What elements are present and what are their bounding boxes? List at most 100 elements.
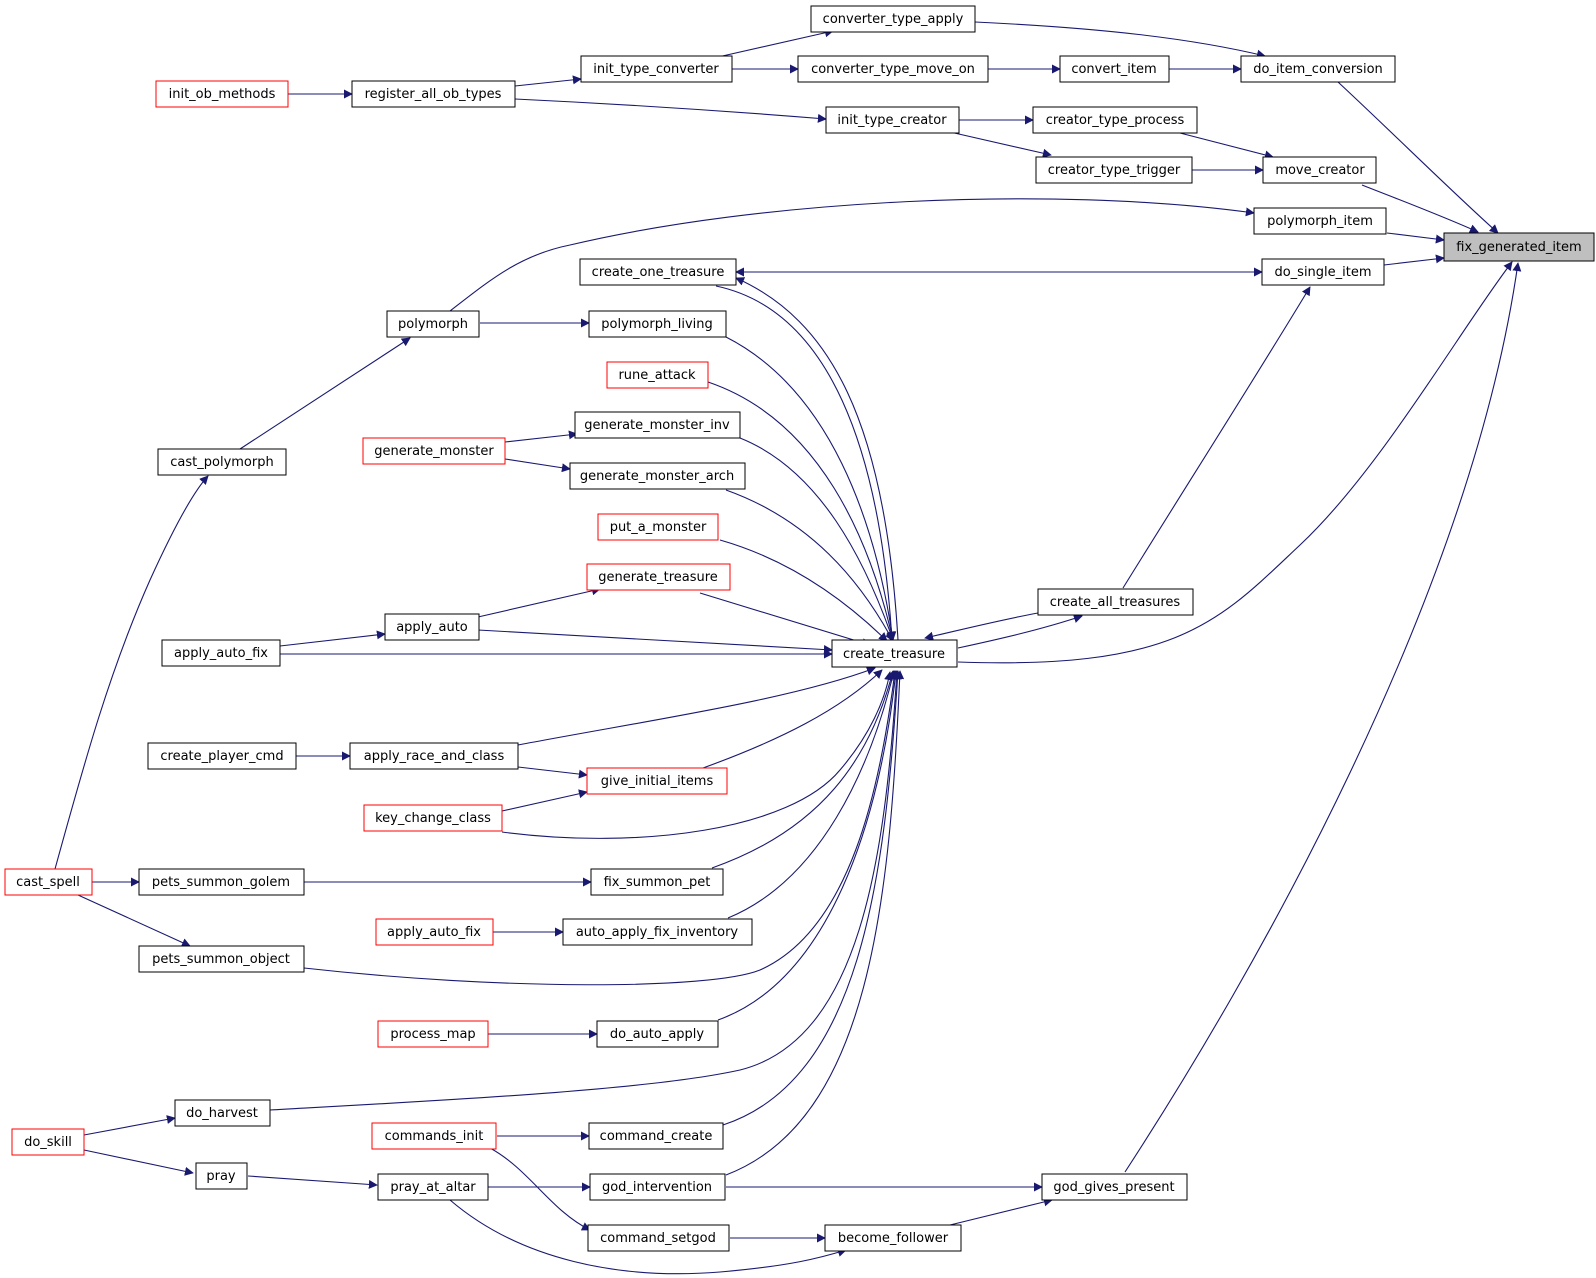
node-create-all-treasures[interactable]: create_all_treasures bbox=[1037, 588, 1194, 616]
node-do-harvest[interactable]: do_harvest bbox=[174, 1099, 271, 1127]
node-label: command_setgod bbox=[600, 1231, 716, 1246]
node-creator-type-trigger[interactable]: creator_type_trigger bbox=[1035, 156, 1193, 184]
node-label: auto_apply_fix_inventory bbox=[576, 925, 739, 940]
node-polymorph[interactable]: polymorph bbox=[386, 310, 480, 338]
node-pray[interactable]: pray bbox=[195, 1162, 248, 1190]
nodes: fix_generated_item do_item_conversion co… bbox=[4, 5, 1595, 1252]
node-label: apply_auto_fix bbox=[387, 925, 481, 940]
edge-init-type-converter-to-converter-type-apply bbox=[717, 28, 834, 58]
node-label: init_ob_methods bbox=[169, 87, 276, 102]
node-label: converter_type_apply bbox=[823, 12, 964, 27]
node-label: generate_monster_inv bbox=[584, 418, 730, 433]
node-polymorph-living[interactable]: polymorph_living bbox=[588, 310, 727, 338]
node-command-setgod[interactable]: command_setgod bbox=[587, 1224, 730, 1252]
node-label: god_intervention bbox=[602, 1180, 712, 1195]
node-create-one-treasure[interactable]: create_one_treasure bbox=[579, 258, 737, 286]
node-rune-attack[interactable]: rune_attack bbox=[606, 361, 709, 389]
edge-move-creator-to-fix-generated-item bbox=[1361, 184, 1479, 233]
node-pets-summon-object[interactable]: pets_summon_object bbox=[138, 945, 305, 973]
node-register-all-ob-types[interactable]: register_all_ob_types bbox=[351, 80, 516, 108]
edge-command-create-to-create-treasure bbox=[722, 670, 902, 1126]
node-init-type-converter[interactable]: init_type_converter bbox=[580, 55, 733, 83]
edge-cast-spell-to-pets-summon-object bbox=[77, 894, 191, 947]
node-apply-auto-fix-red[interactable]: apply_auto_fix bbox=[375, 918, 494, 946]
node-label: apply_race_and_class bbox=[364, 749, 505, 764]
edge-do-item-conversion-to-fix-generated-item bbox=[1337, 81, 1499, 234]
node-create-treasure[interactable]: create_treasure bbox=[831, 639, 958, 668]
node-generate-monster-arch[interactable]: generate_monster_arch bbox=[569, 462, 746, 490]
edge-apply-auto-to-create-treasure bbox=[477, 629, 833, 655]
node-apply-race-and-class[interactable]: apply_race_and_class bbox=[349, 742, 519, 770]
node-label: do_harvest bbox=[186, 1106, 258, 1121]
node-generate-monster-inv[interactable]: generate_monster_inv bbox=[574, 411, 741, 439]
node-do-single-item[interactable]: do_single_item bbox=[1261, 258, 1385, 286]
node-god-gives-present[interactable]: god_gives_present bbox=[1041, 1173, 1188, 1201]
node-converter-type-apply[interactable]: converter_type_apply bbox=[810, 5, 976, 33]
edge-god-gives-present-to-fix-generated-item bbox=[1124, 262, 1522, 1173]
node-label: generate_treasure bbox=[598, 570, 718, 585]
edge-do-skill-to-do-harvest bbox=[83, 1115, 176, 1136]
node-label: generate_monster bbox=[374, 444, 494, 459]
node-init-ob-methods[interactable]: init_ob_methods bbox=[155, 80, 289, 108]
edge-create-all-treasures-to-create-treasure bbox=[924, 612, 1039, 641]
node-commands-init[interactable]: commands_init bbox=[371, 1122, 497, 1150]
edge-converter-type-apply-to-do-item-conversion bbox=[974, 21, 1266, 59]
node-generate-monster[interactable]: generate_monster bbox=[362, 437, 506, 465]
edge-give-initial-items-to-create-treasure bbox=[702, 669, 883, 769]
node-apply-auto[interactable]: apply_auto bbox=[384, 613, 480, 641]
node-polymorph-item[interactable]: polymorph_item bbox=[1253, 207, 1387, 235]
node-do-item-conversion[interactable]: do_item_conversion bbox=[1240, 55, 1396, 83]
edges bbox=[54, 21, 1522, 1275]
node-command-create[interactable]: command_create bbox=[588, 1122, 724, 1150]
edge-apply-auto-fix-to-apply-auto bbox=[279, 630, 386, 647]
edge-key-change-class-to-create-treasure bbox=[501, 671, 894, 839]
node-label: creator_type_process bbox=[1046, 113, 1185, 128]
edge-become-follower-to-god-gives-present bbox=[949, 1197, 1053, 1226]
node-creator-type-process[interactable]: creator_type_process bbox=[1032, 106, 1198, 134]
node-label: convert_item bbox=[1071, 62, 1156, 77]
node-do-skill[interactable]: do_skill bbox=[11, 1128, 85, 1156]
node-move-creator[interactable]: move_creator bbox=[1262, 156, 1377, 184]
node-god-intervention[interactable]: god_intervention bbox=[589, 1173, 726, 1201]
edge-create-treasure-to-create-one-treasure bbox=[735, 277, 899, 641]
node-label: pray_at_altar bbox=[390, 1180, 476, 1195]
node-label: create_all_treasures bbox=[1050, 595, 1181, 610]
node-label: do_skill bbox=[24, 1135, 72, 1150]
node-label: polymorph bbox=[398, 317, 468, 332]
node-create-player-cmd[interactable]: create_player_cmd bbox=[147, 742, 297, 770]
node-label: fix_summon_pet bbox=[604, 875, 711, 890]
node-give-initial-items[interactable]: give_initial_items bbox=[586, 767, 728, 795]
node-fix-generated-item[interactable]: fix_generated_item bbox=[1443, 232, 1595, 262]
node-cast-polymorph[interactable]: cast_polymorph bbox=[157, 448, 287, 476]
node-key-change-class[interactable]: key_change_class bbox=[363, 804, 503, 832]
node-apply-auto-fix[interactable]: apply_auto_fix bbox=[161, 639, 281, 667]
edge-pray-to-pray-at-altar bbox=[247, 1175, 378, 1189]
edge-commands-init-to-command-setgod bbox=[489, 1147, 591, 1231]
edge-apply-race-and-class-to-give-initial-items bbox=[517, 766, 588, 779]
node-converter-type-move-on[interactable]: converter_type_move_on bbox=[797, 55, 989, 83]
node-put-a-monster[interactable]: put_a_monster bbox=[597, 513, 719, 541]
node-fix-summon-pet[interactable]: fix_summon_pet bbox=[590, 868, 724, 896]
node-do-auto-apply[interactable]: do_auto_apply bbox=[596, 1020, 719, 1048]
node-label: pray bbox=[206, 1169, 236, 1184]
edge-generate-monster-to-generate-monster-arch bbox=[504, 458, 571, 473]
node-label: polymorph_living bbox=[601, 317, 712, 332]
node-become-follower[interactable]: become_follower bbox=[824, 1224, 962, 1252]
node-auto-apply-fix-inventory[interactable]: auto_apply_fix_inventory bbox=[562, 918, 753, 946]
node-process-map[interactable]: process_map bbox=[377, 1020, 489, 1048]
edge-rune-attack-to-create-treasure bbox=[707, 381, 896, 641]
node-label: apply_auto bbox=[396, 620, 468, 635]
edge-polymorph-to-polymorph-item bbox=[449, 198, 1255, 312]
node-label: cast_spell bbox=[16, 875, 80, 890]
node-label: converter_type_move_on bbox=[811, 62, 975, 77]
edge-auto-apply-fix-inventory-to-create-treasure bbox=[727, 670, 897, 919]
node-generate-treasure[interactable]: generate_treasure bbox=[586, 563, 731, 591]
node-pets-summon-golem[interactable]: pets_summon_golem bbox=[138, 868, 305, 896]
node-cast-spell[interactable]: cast_spell bbox=[4, 868, 93, 896]
node-pray-at-altar[interactable]: pray_at_altar bbox=[377, 1173, 489, 1201]
edge-polymorph-living-to-create-treasure bbox=[725, 336, 897, 641]
node-convert-item[interactable]: convert_item bbox=[1059, 55, 1170, 83]
node-label: command_create bbox=[600, 1129, 713, 1144]
node-label: creator_type_trigger bbox=[1048, 163, 1181, 178]
node-init-type-creator[interactable]: init_type_creator bbox=[825, 106, 960, 134]
